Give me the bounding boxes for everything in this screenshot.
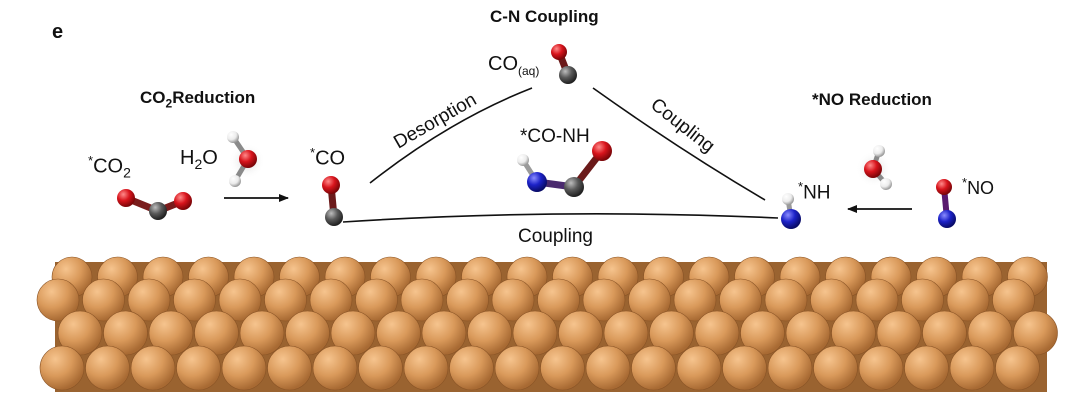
molecule-co-adsorbed	[322, 176, 343, 226]
copper-atom	[176, 345, 221, 391]
copper-atom	[267, 345, 312, 391]
copper-atom	[628, 278, 671, 322]
copper-atom	[810, 278, 853, 322]
title-cn-coupling: C-N Coupling	[490, 7, 599, 26]
carbon-atom	[149, 202, 167, 220]
copper-atom	[855, 278, 899, 322]
copper-atom	[449, 345, 494, 391]
copper-atom	[312, 345, 358, 391]
copper-atom	[719, 278, 762, 322]
copper-atom	[403, 345, 449, 391]
copper-atom	[36, 278, 80, 322]
oxygen-atom	[239, 150, 257, 168]
copper-atom	[995, 345, 1040, 391]
molecule-no-adsorbed	[936, 179, 956, 228]
copper-atom	[218, 278, 262, 322]
hydrogen-atom	[229, 175, 241, 187]
copper-atom	[39, 345, 85, 391]
panel-label: e	[52, 21, 64, 43]
copper-atom	[676, 345, 722, 391]
oxygen-atom	[551, 44, 567, 60]
title-co2-reduction: CO2Reduction	[140, 88, 256, 111]
oxygen-atom	[322, 176, 340, 194]
label-co-aq: CO(aq)	[488, 53, 540, 78]
copper-atom	[358, 345, 403, 391]
molecule-co-nh	[517, 141, 612, 197]
molecule-co-aq	[551, 44, 577, 84]
title-no-reduction: *NO Reduction	[812, 90, 932, 109]
hydrogen-atom	[517, 154, 529, 166]
molecule-h2o-left	[227, 131, 265, 187]
oxygen-atom	[936, 179, 952, 195]
hydrogen-atom	[227, 131, 239, 143]
nitrogen-atom	[781, 209, 801, 229]
copper-atom	[767, 345, 813, 391]
copper-atom	[992, 278, 1035, 322]
label-co2: *CO2	[88, 153, 131, 181]
copper-atom	[85, 345, 130, 391]
copper-atom	[130, 345, 176, 391]
copper-atom	[221, 345, 267, 391]
copper-atom	[722, 345, 767, 391]
copper-atom	[631, 345, 676, 391]
reaction-paths	[224, 87, 912, 223]
copper-atom	[355, 278, 398, 322]
copper-atom	[540, 345, 585, 391]
copper-atom	[946, 278, 990, 322]
coupling-curve-right	[592, 87, 766, 201]
copper-atom	[309, 278, 353, 322]
hydrogen-atom	[880, 178, 892, 190]
molecule-h2o-right	[856, 145, 892, 190]
copper-atom	[264, 278, 307, 322]
label-coupling-bottom: Coupling	[518, 226, 593, 247]
copper-atom	[400, 278, 444, 322]
hydrogen-atom	[873, 145, 885, 157]
label-co-nh: *CO-NH	[520, 126, 590, 147]
copper-atom	[949, 345, 995, 391]
coupling-curve-bottom	[342, 213, 779, 223]
oxygen-atom	[592, 141, 612, 161]
carbon-atom	[325, 208, 343, 226]
molecule-nh-adsorbed	[781, 193, 801, 229]
copper-atom	[585, 345, 631, 391]
copper-atom	[494, 345, 540, 391]
copper-atom	[764, 278, 808, 322]
copper-atom	[446, 278, 489, 322]
copper-atom	[582, 278, 626, 322]
carbon-atom	[564, 177, 584, 197]
label-no: *NO	[962, 175, 995, 198]
label-desorption: Desorption	[390, 89, 480, 153]
nitrogen-atom	[527, 172, 547, 192]
copper-atom	[813, 345, 858, 391]
copper-atom	[901, 278, 944, 322]
copper-atom	[82, 278, 125, 322]
nitrogen-atom	[938, 210, 956, 228]
label-coupling-right: Coupling	[646, 94, 718, 157]
hydrogen-atom	[782, 193, 794, 205]
oxygen-atom	[864, 160, 882, 178]
oxygen-atom	[174, 192, 192, 210]
desorption-curve	[369, 87, 533, 184]
copper-atom	[173, 278, 216, 322]
oxygen-atom	[117, 189, 135, 207]
copper-atom	[537, 278, 580, 322]
label-co: *CO	[310, 145, 346, 170]
label-h2o: H2O	[180, 147, 218, 172]
copper-atom	[858, 345, 904, 391]
copper-atom	[904, 345, 949, 391]
carbon-atom	[559, 66, 577, 84]
molecule-co2	[117, 189, 192, 220]
copper-atom	[673, 278, 717, 322]
copper-atom	[491, 278, 535, 322]
label-nh: *NH	[798, 179, 831, 204]
copper-slab	[36, 256, 1058, 392]
copper-atom	[127, 278, 171, 322]
